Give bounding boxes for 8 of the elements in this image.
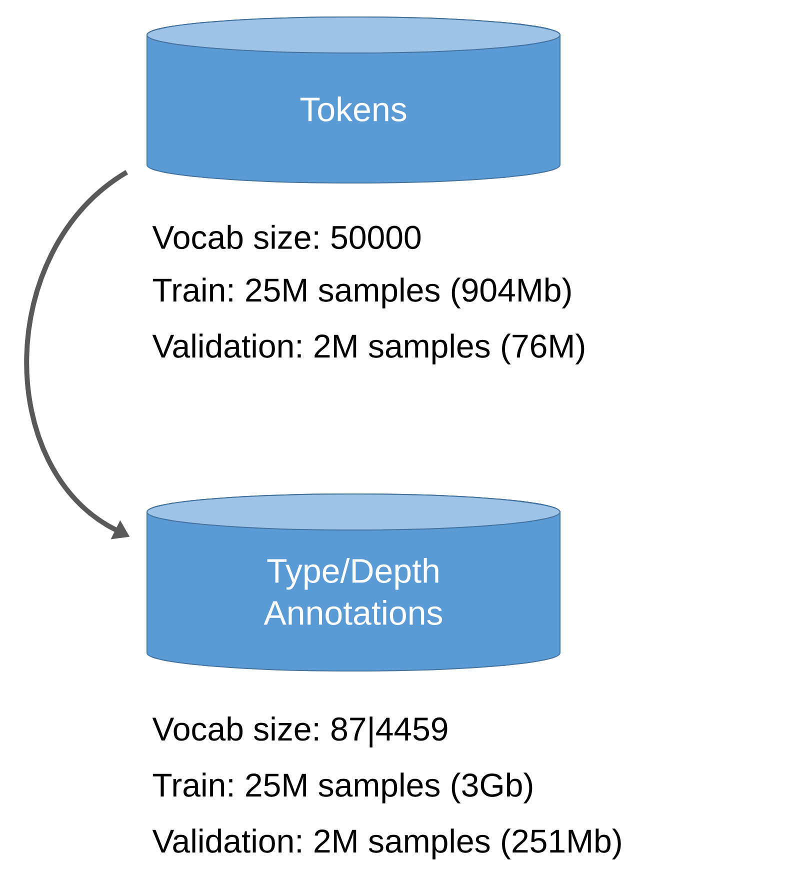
description-text: Validation: 2M samples (76M) — [152, 334, 584, 364]
description-text: Train: 25M samples (904Mb) — [152, 278, 571, 308]
database-cylinder: Type/Depth Annotations — [146, 494, 560, 672]
database-cylinder: Tokens — [146, 16, 560, 184]
description-text: Train: 25M samples (3Gb) — [152, 772, 532, 804]
description-text: Validation: 2M samples (251Mb) — [152, 828, 621, 860]
description-text: Vocab size: 50000 — [152, 224, 421, 250]
description-text: Vocab size: 87|4459 — [152, 716, 448, 748]
